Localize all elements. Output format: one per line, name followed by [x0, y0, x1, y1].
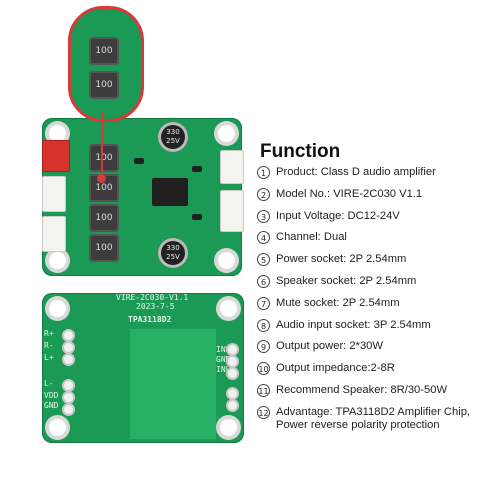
pin-label-l-minus: L-: [44, 379, 54, 388]
spec-text: Power socket: 2P 2.54mm: [276, 253, 407, 266]
speaker-socket: [42, 216, 66, 252]
spec-text: Recommend Speaker: 8R/30-50W: [276, 383, 447, 396]
spec-number-badge: 7: [257, 296, 270, 310]
spec-text: Advantage: TPA3118D2 Amplifier Chip, Pow…: [276, 405, 471, 431]
zoom-detail-callout: 100 100: [68, 6, 144, 122]
spec-list: 1 Product: Class D audio amplifier 2 Model …: [257, 166, 497, 432]
inductor: 100: [89, 71, 119, 99]
spec-text: Model No.: VIRE-2C030 V1.1: [276, 187, 423, 200]
pin-label-l-plus: L+: [44, 353, 54, 362]
spec-number-badge: 10: [257, 362, 270, 376]
inductor: 100: [89, 174, 119, 202]
solder-pad: [64, 331, 73, 340]
mount-hole: [49, 252, 66, 269]
speaker-socket: [42, 176, 66, 212]
mount-hole: [49, 125, 66, 142]
function-heading: Function: [260, 141, 341, 162]
mute-socket: [220, 150, 244, 184]
spec-item: 10 Output impedance:2-8R: [257, 362, 497, 384]
solder-pad: [228, 357, 237, 366]
spec-number-badge: 5: [257, 253, 270, 267]
spec-number-badge: 8: [257, 318, 270, 332]
spec-number-badge: 4: [257, 231, 270, 245]
spec-text: Speaker socket: 2P 2.54mm: [276, 274, 417, 287]
power-socket: [42, 140, 70, 172]
solder-pad: [228, 369, 237, 378]
spec-item: 3 Input Voltage: DC12-24V: [257, 209, 497, 232]
amplifier-board-bottom-view: VIRE-2C030-V1.1 2023-7-5 TPA3118D2 R+ R-…: [42, 293, 244, 443]
pin-label-r-minus: R-: [44, 341, 54, 350]
spec-text: Audio input socket: 3P 2.54mm: [276, 318, 431, 331]
amplifier-board-top-view: 100 100 100 100 330 25V 330 25V: [42, 118, 244, 276]
spec-item: 1 Product: Class D audio amplifier: [257, 166, 497, 188]
spec-number-badge: 6: [257, 274, 270, 288]
spec-text: Output impedance:2-8R: [276, 362, 395, 375]
mount-hole: [49, 300, 66, 317]
spec-number-badge: 2: [257, 187, 270, 201]
inductor: 100: [89, 37, 119, 65]
model-silkscreen: VIRE-2C030-V1.1: [116, 293, 189, 302]
mount-hole: [218, 125, 235, 142]
solder-pad: [64, 381, 73, 390]
solder-pad: [64, 343, 73, 352]
mount-hole: [218, 252, 235, 269]
solder-pad: [228, 345, 237, 354]
amplifier-chip: [152, 178, 188, 206]
spec-text: Product: Class D audio amplifier: [276, 166, 436, 178]
mount-hole: [49, 419, 66, 436]
spec-text: Input Voltage: DC12-24V: [276, 209, 400, 222]
chip-silkscreen: TPA3118D2: [128, 315, 172, 324]
spec-item: 4 Channel: Dual: [257, 231, 497, 253]
capacitor: 330 25V: [158, 238, 188, 268]
spec-text: Output power: 2*30W: [276, 340, 383, 353]
pin-label-gnd: GND: [44, 401, 59, 410]
spec-item: 2 Model No.: VIRE-2C030 V1.1: [257, 187, 497, 210]
spec-item: 6 Speaker socket: 2P 2.54mm: [257, 274, 497, 297]
zoom-pointer-line: [101, 112, 103, 182]
spec-item: 11 Recommend Speaker: 8R/30-50W: [257, 383, 497, 406]
spec-text: Mute socket: 2P 2.54mm: [276, 296, 400, 309]
spec-number-badge: 1: [257, 166, 270, 179]
pin-label-r-plus: R+: [44, 329, 54, 338]
zoom-pointer-dot: [97, 174, 106, 183]
spec-item: 12 Advantage: TPA3118D2 Amplifier Chip, P…: [257, 405, 497, 432]
spec-number-badge: 3: [257, 209, 270, 223]
copper-pad-area: [130, 329, 216, 439]
solder-pad: [64, 393, 73, 402]
spec-item: 7 Mute socket: 2P 2.54mm: [257, 296, 497, 319]
label-inl: INL: [216, 365, 231, 374]
mount-hole: [220, 300, 237, 317]
spec-number-badge: 12: [257, 405, 270, 419]
spec-number-badge: 9: [257, 340, 270, 354]
mount-hole: [220, 419, 237, 436]
audio-input-socket: [220, 190, 244, 232]
spec-item: 5 Power socket: 2P 2.54mm: [257, 253, 497, 275]
date-silkscreen: 2023-7-5: [136, 302, 175, 311]
inductor: 100: [89, 204, 119, 232]
small-component: [134, 158, 144, 164]
spec-text: Channel: Dual: [276, 231, 347, 244]
solder-pad: [228, 389, 237, 398]
solder-pad: [64, 355, 73, 364]
capacitor: 330 25V: [158, 122, 188, 152]
small-component: [192, 214, 202, 220]
pin-label-vdd: VDD: [44, 391, 59, 400]
spec-number-badge: 11: [257, 383, 270, 397]
inductor: 100: [89, 234, 119, 262]
label-inr: INR: [216, 345, 231, 354]
solder-pad: [228, 401, 237, 410]
spec-item: 9 Output power: 2*30W: [257, 340, 497, 362]
solder-pad: [64, 405, 73, 414]
label-gnd-right: GND: [216, 355, 231, 364]
inductor: 100: [89, 144, 119, 172]
small-component: [192, 166, 202, 172]
spec-item: 8 Audio input socket: 3P 2.54mm: [257, 318, 497, 341]
